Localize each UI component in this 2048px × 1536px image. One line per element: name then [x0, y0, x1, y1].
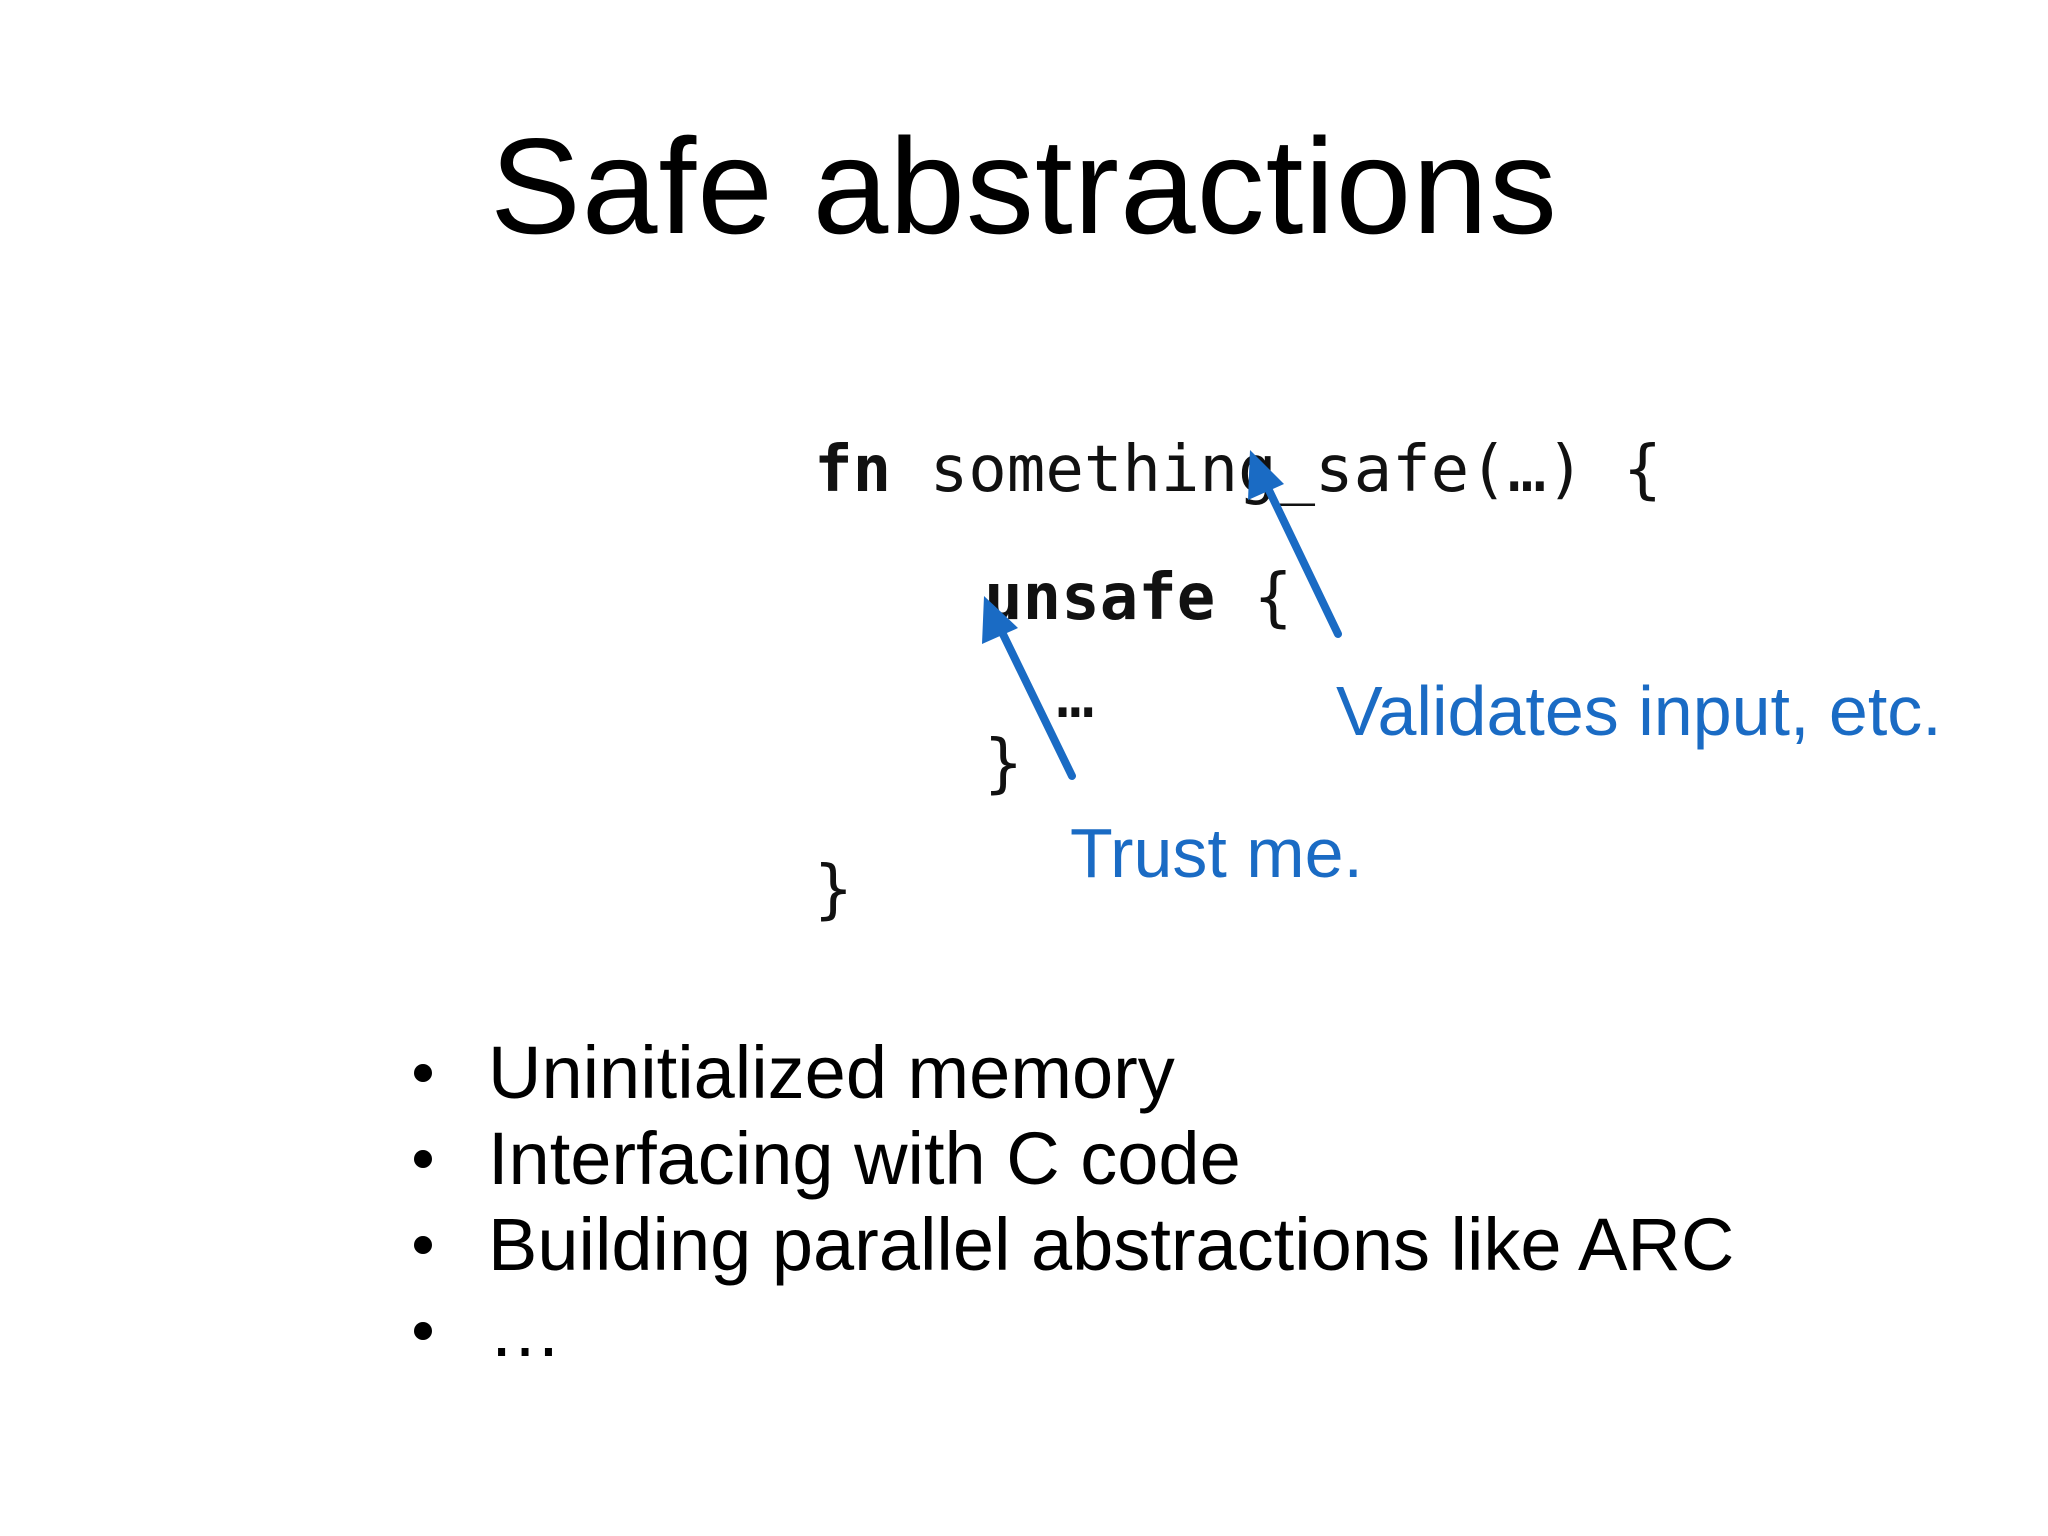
arrow-to-signature-icon	[1248, 450, 1342, 638]
bullet-item: …	[400, 1288, 1734, 1374]
code-ellipsis: …	[1056, 659, 1095, 733]
code-outer-close-brace: }	[814, 853, 853, 927]
code-line-inner-close: }	[830, 668, 1023, 860]
code-keyword-fn: fn	[814, 433, 892, 507]
bullet-dot-icon	[414, 1064, 432, 1082]
bullet-item: Interfacing with C code	[400, 1116, 1734, 1202]
code-keyword-unsafe: unsafe	[984, 561, 1216, 635]
code-line-outer-close: }	[660, 794, 853, 986]
slide-title: Safe abstractions	[490, 110, 1558, 262]
arrow-to-unsafe-block-icon	[982, 596, 1076, 780]
bullet-text: …	[488, 1289, 562, 1372]
bullet-text: Uninitialized memory	[488, 1031, 1175, 1114]
bullet-dot-icon	[414, 1150, 432, 1168]
bullet-item: Building parallel abstractions like ARC	[400, 1202, 1734, 1288]
annotation-validates: Validates input, etc.	[1336, 672, 1942, 750]
code-line-ellipsis: …	[902, 600, 1095, 792]
bullet-dot-icon	[414, 1322, 432, 1340]
bullet-dot-icon	[414, 1236, 432, 1254]
bullet-text: Interfacing with C code	[488, 1117, 1241, 1200]
bullet-list: Uninitialized memory Interfacing with C …	[400, 1030, 1734, 1374]
bullet-text: Building parallel abstractions like ARC	[488, 1203, 1735, 1286]
code-line-unsafe: unsafe {	[830, 502, 1292, 694]
bullet-item: Uninitialized memory	[400, 1030, 1734, 1116]
code-inner-close-brace: }	[984, 727, 1023, 801]
annotation-trust: Trust me.	[1070, 814, 1363, 892]
code-unsafe-brace: {	[1253, 561, 1293, 635]
